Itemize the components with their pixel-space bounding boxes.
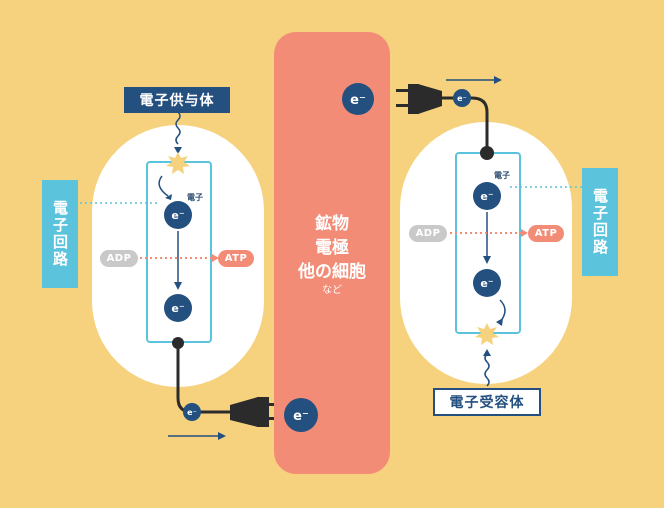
atp-pill-right: ATP [528,225,564,242]
electron-label: e⁻ [171,302,184,315]
mineral-electron-top: e⁻ [342,83,374,115]
acceptor-label: 電子受容体 [433,388,541,416]
electron-label: e⁻ [187,408,197,417]
mineral-line-3: 他の細胞 [298,262,366,282]
donor-label: 電子供与体 [124,87,230,113]
mineral-label: 鉱物 電極 他の細胞 など [274,212,390,298]
right-wire-electron: e⁻ [453,89,471,107]
mineral-electron-bottom: e⁻ [284,398,318,432]
right-electron-2: e⁻ [473,269,501,297]
electron-label: e⁻ [457,94,467,103]
left-wire-electron: e⁻ [183,403,201,421]
left-curve-arrow [158,175,169,197]
electron-label: e⁻ [480,277,493,290]
electron-small-label-left: 電子 [187,192,203,202]
electron-label: e⁻ [171,209,184,222]
atp-pill-left: ATP [218,250,254,267]
mineral-line-2: 電極 [315,238,349,258]
circuit-label-right: 電子回路 [582,168,618,276]
electron-label: e⁻ [350,93,366,108]
left-spark-icon [166,152,190,174]
adp-pill-left: ADP [100,250,138,267]
circuit-label-left: 電子回路 [42,180,78,288]
right-electron-1: e⁻ [473,182,501,210]
right-plug [396,84,442,114]
electron-label: e⁻ [293,409,309,424]
right-spark-icon [475,323,499,345]
electron-small-label-right: 電子 [494,170,510,180]
left-electron-2: e⁻ [164,294,192,322]
mineral-line-1: 鉱物 [315,214,349,234]
left-electron-1: e⁻ [164,201,192,229]
donor-wavy-arrow [174,111,182,154]
acceptor-wavy-arrow [483,349,491,387]
mineral-sub: など [322,285,342,296]
adp-pill-right: ADP [409,225,447,242]
electron-label: e⁻ [480,190,493,203]
